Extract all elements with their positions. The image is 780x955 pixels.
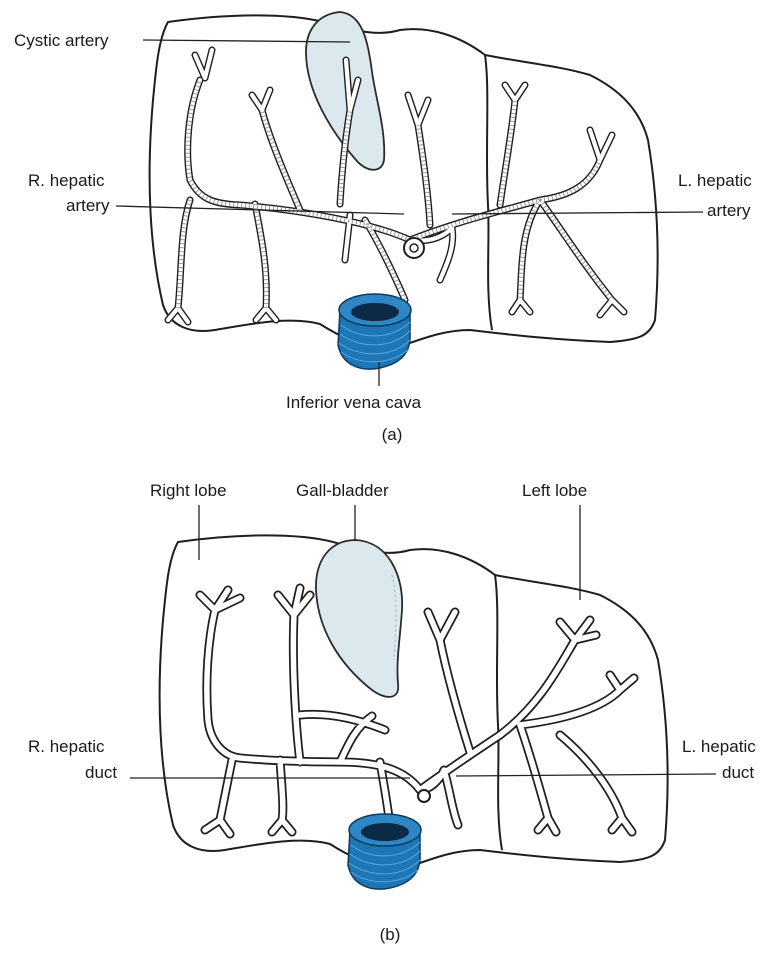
caption-b: (b) xyxy=(380,925,401,944)
label-l-hepatic-artery-line2: artery xyxy=(707,201,751,220)
panel-b: Right lobe Gall-bladder Left lobe R. hep… xyxy=(28,481,756,944)
label-r-hepatic-artery-line1: R. hepatic xyxy=(28,171,105,190)
label-cystic-artery: Cystic artery xyxy=(14,31,109,50)
label-r-hepatic-duct-line2: duct xyxy=(85,763,117,782)
panel-a: Cystic artery R. hepatic artery L. hepat… xyxy=(14,12,752,444)
label-inferior-vena-cava: Inferior vena cava xyxy=(286,393,422,412)
label-left-lobe: Left lobe xyxy=(522,481,587,500)
inferior-vena-cava-b xyxy=(348,814,421,889)
label-r-hepatic-duct-line1: R. hepatic xyxy=(28,737,105,756)
liver-outline-b xyxy=(160,535,668,868)
label-l-hepatic-duct-line2: duct xyxy=(722,763,754,782)
label-gall-bladder: Gall-bladder xyxy=(296,481,389,500)
label-l-hepatic-duct-line1: L. hepatic xyxy=(682,737,756,756)
label-l-hepatic-artery-line1: L. hepatic xyxy=(678,171,752,190)
label-right-lobe: Right lobe xyxy=(150,481,227,500)
label-r-hepatic-artery-line2: artery xyxy=(66,196,110,215)
caption-a: (a) xyxy=(382,425,403,444)
inferior-vena-cava-a xyxy=(338,294,411,369)
